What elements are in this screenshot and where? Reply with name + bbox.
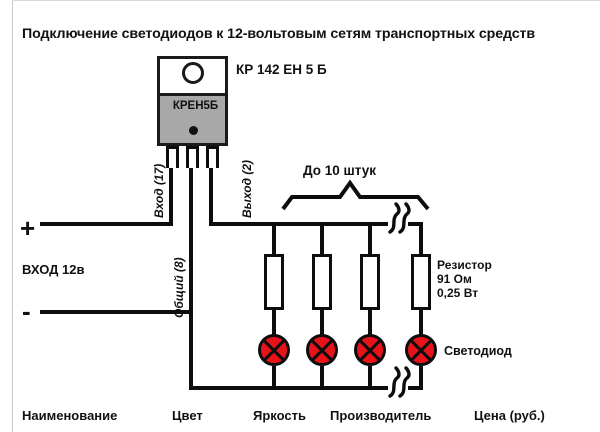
regulator-pin-common-cap	[186, 146, 199, 149]
led-note: Светодиод	[444, 344, 512, 358]
regulator-pin-output	[206, 146, 219, 168]
page-border-top	[12, 0, 600, 1]
branch-3-mid-lead	[368, 310, 372, 336]
lead-common	[189, 168, 193, 390]
regulator-pin-common	[186, 146, 199, 168]
wire-minus-rail	[40, 310, 193, 314]
branch-2-bottom-lead	[320, 366, 324, 388]
branch-2-top-lead	[320, 222, 324, 254]
wire-output-top-rail-after-break	[408, 222, 423, 226]
regulator-marking-dot-icon	[189, 126, 198, 135]
input-terminal-minus: -	[22, 296, 31, 326]
lead-output	[209, 168, 213, 224]
resistor-note: Резистор 91 Ом 0,25 Вт	[437, 258, 492, 300]
led-1	[258, 334, 290, 366]
resistor-2	[312, 254, 332, 310]
branch-4-top-lead	[419, 222, 423, 254]
resistor-note-line-2: 91 Ом	[437, 272, 472, 286]
page-border-left	[12, 0, 13, 432]
wire-break-bottom-icon	[388, 366, 411, 398]
wire-bottom-return-rail-after-break	[408, 386, 423, 390]
regulator-type-label: КР 142 ЕН 5 Б	[236, 62, 327, 77]
resistor-note-line-3: 0,25 Вт	[437, 286, 479, 300]
wire-bottom-return-rail	[189, 386, 388, 390]
wire-plus-rail	[40, 222, 173, 226]
regulator-body-label: КРЕН5Б	[172, 100, 219, 112]
branch-3-bottom-lead	[368, 366, 372, 388]
led-2	[306, 334, 338, 366]
branch-4-mid-lead	[419, 310, 423, 336]
regulator-pin-input	[166, 146, 179, 168]
resistor-1	[264, 254, 284, 310]
resistor-3	[360, 254, 380, 310]
grouping-brace-icon	[281, 179, 430, 211]
lead-input	[169, 168, 173, 224]
page-title: Подключение светодиодов к 12-вольтовым с…	[22, 26, 536, 42]
wire-output-top-rail	[209, 222, 388, 226]
footer-column-naimenovanie: Наименование	[22, 408, 118, 423]
footer-column-yarkost: Яркость	[253, 408, 306, 423]
branch-2-mid-lead	[320, 310, 324, 336]
footer-column-cena: Цена (руб.)	[474, 408, 545, 423]
resistor-4	[411, 254, 431, 310]
branch-1-bottom-lead	[272, 366, 276, 388]
regulator-pin-output-label: Выход (2)	[240, 159, 254, 218]
regulator-pin-output-cap	[206, 146, 219, 149]
branch-4-bottom-lead	[419, 366, 423, 388]
resistor-note-line-1: Резистор	[437, 258, 492, 272]
footer-column-proizvoditel: Производитель	[330, 408, 432, 423]
input-terminal-plus: +	[20, 213, 36, 243]
footer-column-cvet: Цвет	[172, 408, 203, 423]
led-3	[354, 334, 386, 366]
branch-1-mid-lead	[272, 310, 276, 336]
regulator-pin-input-label: Вход (17)	[152, 163, 166, 218]
branch-count-label: До 10 штук	[303, 163, 377, 178]
regulator-mounting-hole-icon	[182, 62, 204, 84]
branch-1-top-lead	[272, 222, 276, 254]
regulator-pin-input-cap	[166, 146, 179, 149]
wire-break-top-icon	[388, 202, 411, 234]
input-voltage-label: ВХОД 12в	[22, 262, 85, 277]
led-4	[405, 334, 437, 366]
branch-3-top-lead	[368, 222, 372, 254]
regulator-pin-common-label: Общий (8)	[172, 257, 186, 318]
regulator-body: КРЕН5Б	[157, 96, 228, 146]
